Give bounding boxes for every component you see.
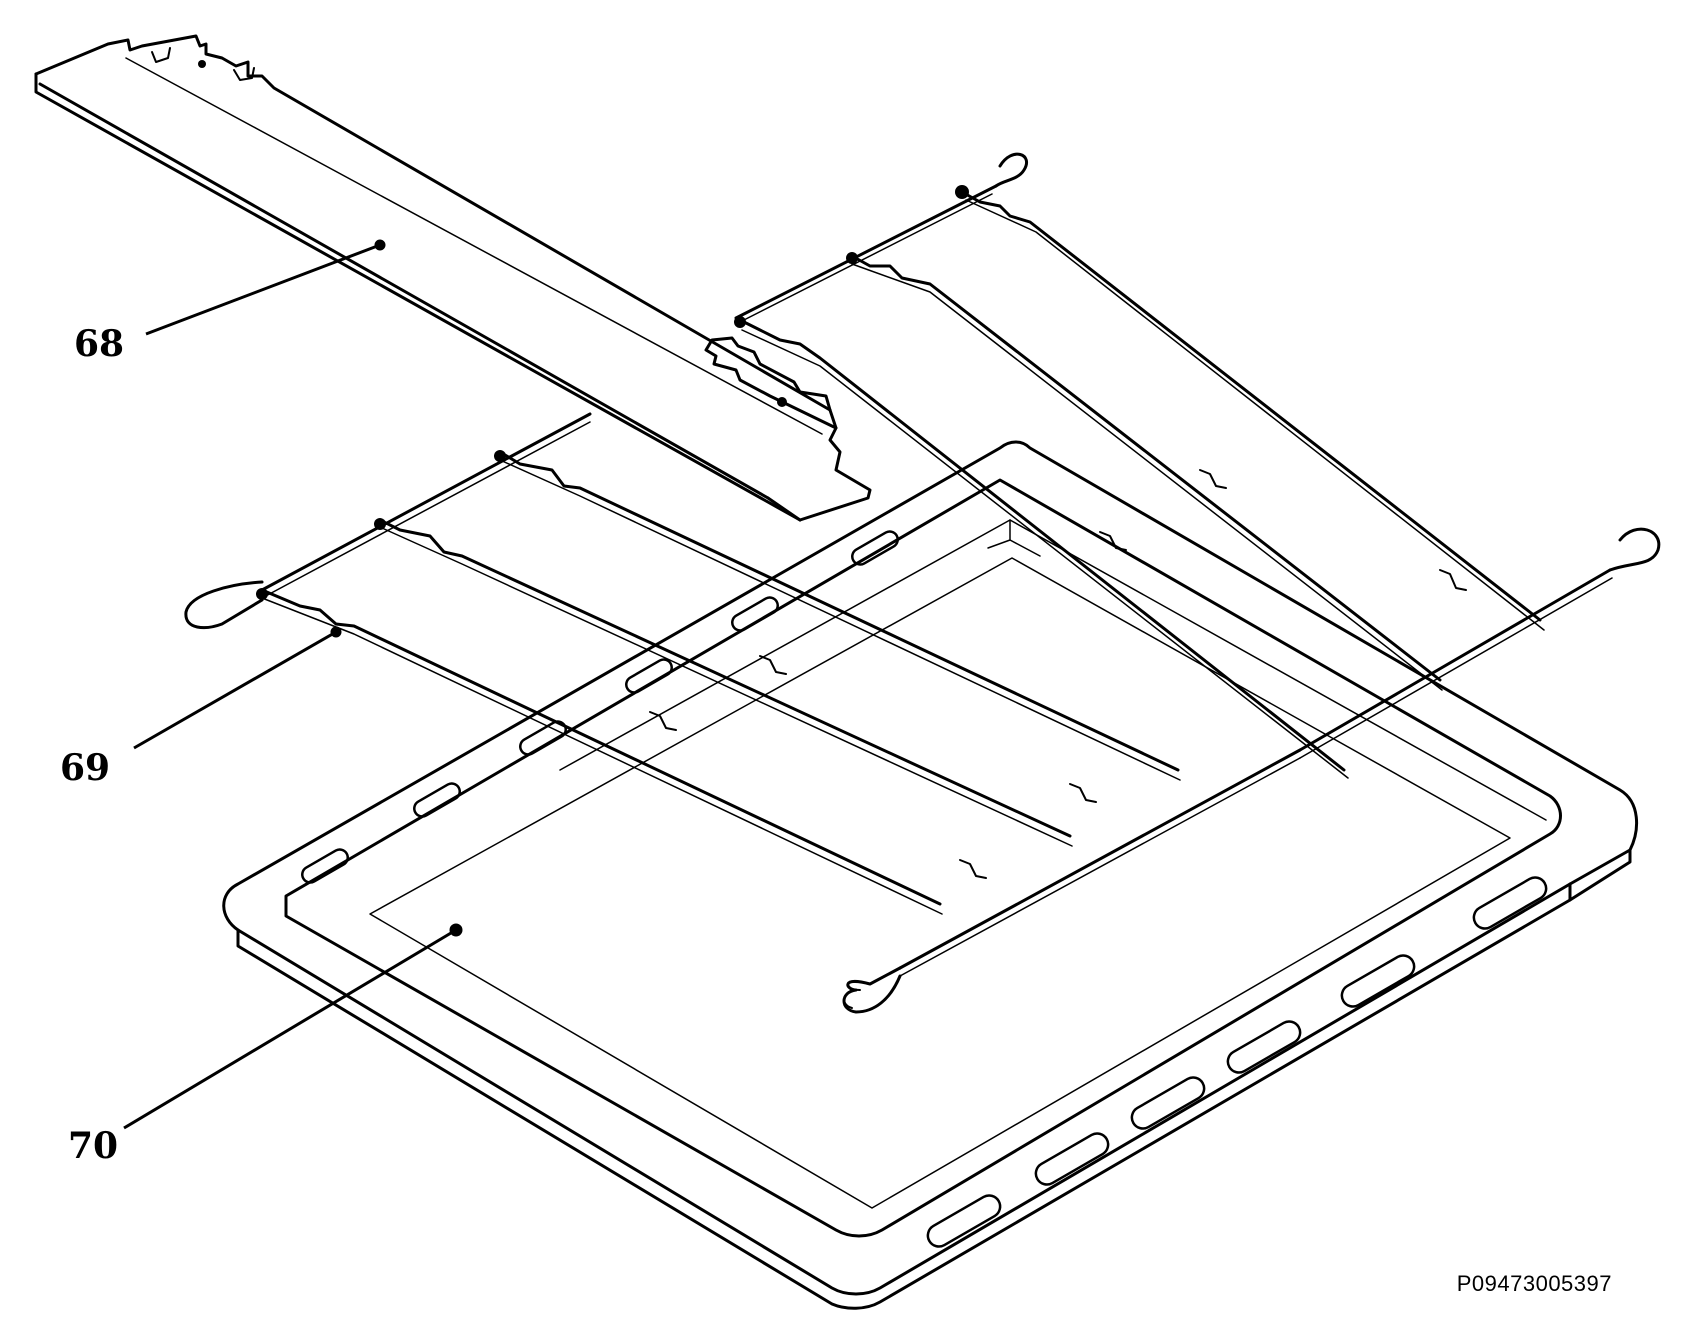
part-69-rear-wire-rack (734, 154, 1659, 976)
part-68-rail-bracket (36, 36, 870, 520)
part-69-front-wire-rack (186, 414, 1180, 1012)
part-70-tray-frame (224, 442, 1637, 1308)
callout-label-68: 68 (74, 323, 124, 365)
document-code: P09473005397 (1456, 1271, 1612, 1296)
tray-slots-left (299, 529, 900, 886)
callout-label-69: 69 (60, 747, 110, 789)
callout-label-70: 70 (68, 1125, 118, 1167)
callout-leaders (123, 239, 463, 1130)
tray-slots-front (924, 873, 1550, 1250)
